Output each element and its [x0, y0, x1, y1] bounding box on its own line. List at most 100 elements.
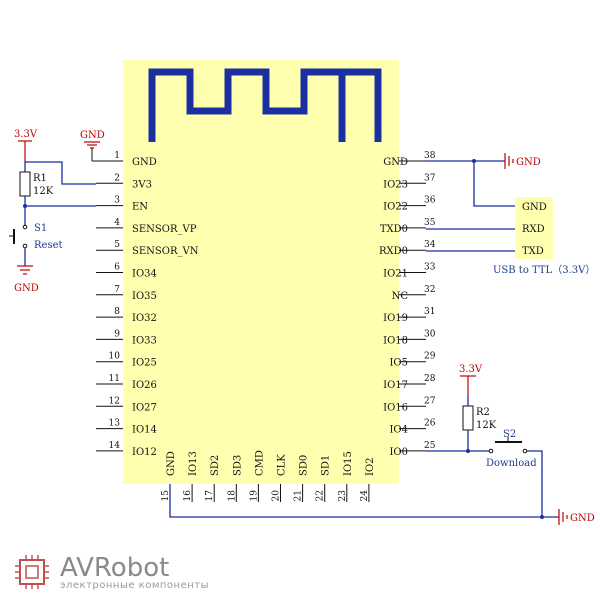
right-pin-name: IO5 — [389, 358, 408, 369]
bottom-pin-number: 15 — [161, 490, 171, 502]
left-pin-number: 1 — [114, 151, 120, 161]
s2-name: S2 — [503, 429, 516, 440]
s1-name: S1 — [34, 223, 47, 234]
chip-logo-icon — [15, 555, 49, 589]
right-pin-group: 38GND37IO2336IO2235TXD034RXD033IO2132NC3… — [379, 151, 436, 458]
gnd-right-top-symbol-icon: GND — [504, 153, 541, 169]
right-pin-number: 36 — [424, 196, 436, 206]
left-pin-name: GND — [132, 157, 157, 168]
left-pin-number: 6 — [114, 263, 120, 273]
bottom-pin-number: 18 — [227, 490, 237, 502]
right-pin-name: IO16 — [383, 402, 408, 413]
left-pin-number: 11 — [109, 374, 120, 384]
bottom-pin-number: 20 — [272, 490, 282, 502]
right-pin-number: 33 — [424, 263, 436, 273]
left-pin-number: 2 — [114, 173, 120, 183]
left-pin-number: 9 — [114, 329, 120, 339]
right-pin-number: 30 — [424, 329, 436, 339]
bottom-pin-number: 17 — [205, 490, 215, 502]
left-pin-number: 3 — [114, 196, 120, 206]
antenna-trace-icon — [148, 68, 382, 142]
left-pin-name: IO26 — [132, 380, 157, 391]
left-pin-name: SENSOR_VN — [132, 246, 199, 257]
right-pin-name: IO17 — [383, 380, 408, 391]
right-pin-name: IO4 — [389, 425, 408, 436]
bottom-pin-name: SD2 — [210, 455, 221, 476]
left-pin-name: IO14 — [132, 425, 157, 436]
bottom-pin-number: 16 — [183, 490, 193, 502]
right-pin-number: 29 — [424, 352, 436, 362]
bottom-pin-number: 21 — [294, 490, 304, 501]
left-pin-name: SENSOR_VP — [132, 224, 197, 235]
left-pin-number: 14 — [109, 441, 121, 451]
bottom-pin-name: SD0 — [299, 455, 310, 476]
right-pin-name: IO21 — [383, 269, 408, 280]
gnd-right-bottom-label: GND — [570, 513, 595, 524]
left-pin-number: 13 — [109, 419, 121, 429]
gnd-left-label: GND — [14, 283, 39, 294]
uart-pin-txd: TXD — [522, 246, 544, 257]
right-pin-number: 25 — [424, 441, 436, 451]
r2-name: R2 — [476, 407, 490, 418]
bottom-pin-name: CMD — [254, 450, 265, 476]
left-pin-number: 12 — [109, 396, 120, 406]
right-pin-number: 28 — [424, 374, 436, 384]
left-pin-name: EN — [132, 202, 148, 213]
vcc-right-label: 3.3V — [459, 364, 483, 375]
bottom-pin-name: IO13 — [188, 451, 199, 476]
right-pin-name: IO0 — [389, 447, 408, 458]
left-pin-number: 8 — [114, 307, 120, 317]
left-pin-name: IO27 — [132, 402, 157, 413]
right-pin-number: 35 — [424, 218, 436, 228]
right-pin-number: 38 — [424, 151, 436, 161]
left-pin-name: IO25 — [132, 358, 157, 369]
bottom-pin-group: 15GND16IO1317SD218SD319CMD20CLK21SD022SD… — [161, 450, 376, 502]
uart-pin-rxd: RXD — [522, 224, 545, 235]
left-pin-name: IO32 — [132, 313, 157, 324]
s1-label: Reset — [34, 240, 63, 251]
wire-uart-gnd — [473, 161, 515, 207]
brand-tagline: электронные компоненты — [60, 580, 209, 591]
bottom-pin-number: 23 — [338, 490, 348, 502]
right-pin-number: 26 — [424, 419, 436, 429]
bottom-pin-number: 19 — [249, 490, 259, 502]
bottom-pin-name: IO15 — [343, 451, 354, 476]
left-pin-number: 4 — [114, 218, 120, 228]
vcc-left-label: 3.3V — [14, 129, 38, 140]
bottom-pin-number: 24 — [360, 490, 370, 502]
bottom-pin-name: CLK — [277, 454, 288, 476]
junction-io0 — [466, 449, 470, 453]
gnd-right-bottom-symbol-icon: GND — [558, 509, 595, 525]
right-pin-number: 27 — [424, 396, 436, 406]
switch-s2-icon — [488, 437, 528, 454]
wire-gnd15 — [169, 484, 559, 518]
left-pin-name: 3V3 — [132, 179, 152, 190]
left-pin-number: 7 — [114, 285, 120, 295]
left-pin-name: IO33 — [132, 335, 157, 346]
right-pin-name: RXD0 — [379, 246, 408, 257]
r2-value: 12K — [476, 420, 497, 431]
uart-label: USB to TTL（3.3V） — [493, 264, 595, 276]
right-pin-name: IO22 — [383, 202, 408, 213]
right-pin-number: 37 — [424, 173, 436, 183]
left-pin-name: IO34 — [132, 269, 157, 280]
r1-name: R1 — [33, 173, 47, 184]
junction-gnd15 — [540, 515, 544, 519]
r1-value: 12K — [33, 186, 54, 197]
vcc-right-symbol-icon: 3.3V — [459, 364, 483, 396]
right-pin-name: IO23 — [383, 179, 408, 190]
uart-box — [515, 197, 553, 259]
chip-body — [123, 60, 399, 484]
bottom-pin-name: SD3 — [232, 455, 243, 476]
vcc-left-symbol-icon: 3.3V — [14, 129, 38, 162]
bottom-pin-name: GND — [166, 451, 177, 476]
right-pin-number: 31 — [424, 307, 435, 317]
left-pin-name: IO12 — [132, 447, 157, 458]
gnd-top-label: GND — [80, 130, 105, 141]
left-pin-name: IO35 — [132, 291, 157, 302]
right-pin-name: TXD0 — [380, 224, 408, 235]
left-pin-number: 5 — [114, 240, 120, 250]
left-pin-number: 10 — [109, 352, 121, 362]
